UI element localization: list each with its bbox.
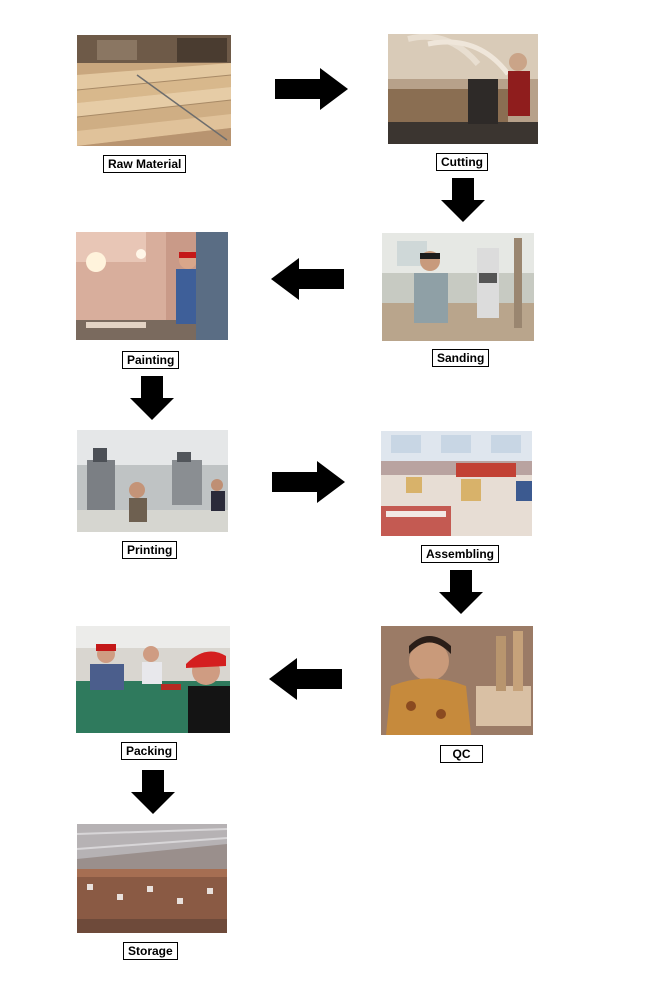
step-label-painting: Painting xyxy=(122,351,180,369)
step-label-printing: Printing xyxy=(122,541,178,559)
packing-photo xyxy=(76,626,230,733)
sanding-photo xyxy=(382,233,534,341)
arrow-down-icon xyxy=(131,770,175,814)
step-label-storage: Storage xyxy=(123,942,178,960)
arrow-right-icon xyxy=(272,461,345,503)
painting-photo xyxy=(76,232,228,340)
step-label-cutting: Cutting xyxy=(436,153,488,171)
raw-material-photo xyxy=(77,35,231,146)
step-label-sanding: Sanding xyxy=(432,349,490,367)
step-label-assembling: Assembling xyxy=(421,545,500,563)
printing-photo xyxy=(77,430,228,532)
step-label-raw-material: Raw Material xyxy=(103,155,187,173)
arrow-down-icon xyxy=(439,570,483,614)
arrow-right-icon xyxy=(275,68,348,110)
assembling-photo xyxy=(381,431,532,536)
cutting-photo xyxy=(388,34,538,144)
step-label-packing: Packing xyxy=(121,742,178,760)
step-label-qc: QC xyxy=(440,745,483,763)
arrow-left-icon xyxy=(269,658,342,700)
arrow-down-icon xyxy=(441,178,485,222)
arrow-left-icon xyxy=(271,258,344,300)
qc-photo xyxy=(381,626,533,735)
arrow-down-icon xyxy=(130,376,174,420)
storage-photo xyxy=(77,824,227,933)
